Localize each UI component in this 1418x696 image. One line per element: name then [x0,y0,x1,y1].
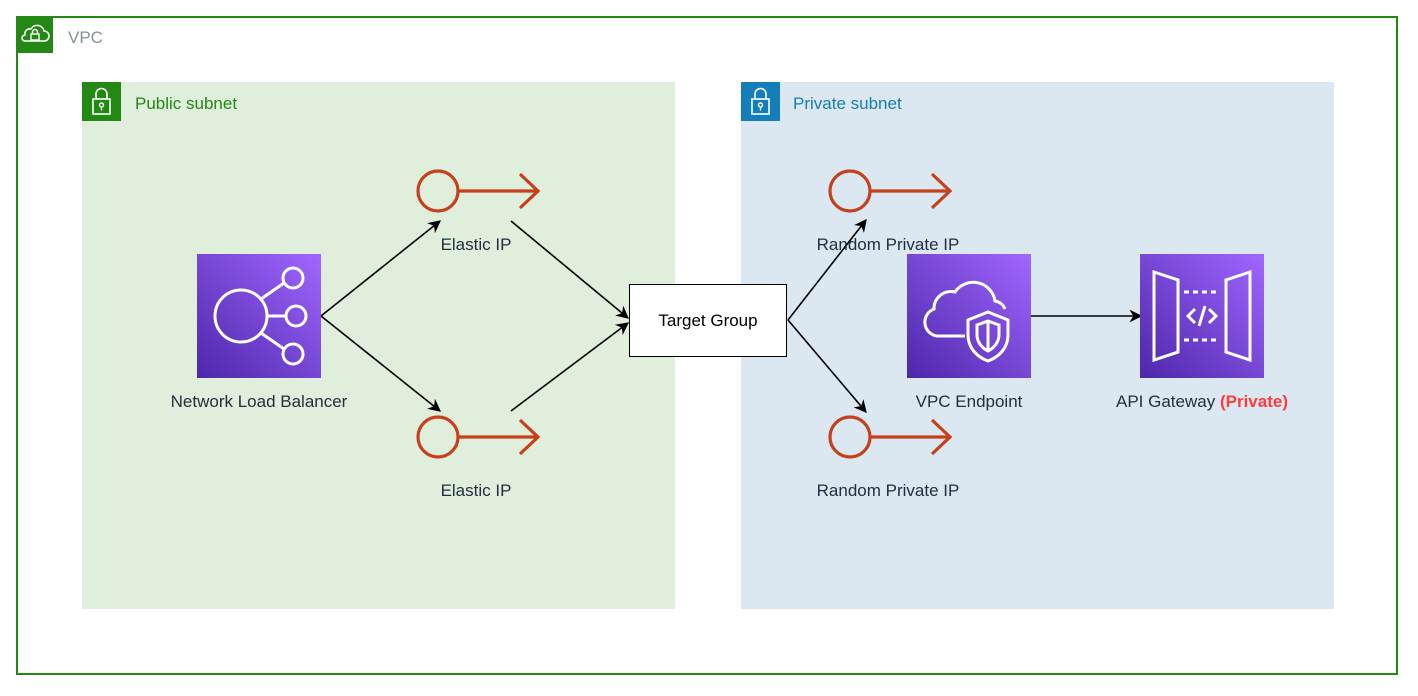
arrow-nlb-to-eip-bottom [320,315,442,412]
elastic-ip-top-label: Elastic IP [440,235,512,254]
elastic-ip-icon [416,169,541,213]
arrow-eip-bottom-to-target-group [510,322,630,412]
api-gateway-label: API Gateway (Private) [1116,392,1288,412]
elastic-ip-icon [828,415,953,459]
target-group-box: Target Group [629,284,787,357]
arrow-eip-top-to-target-group [510,220,629,319]
elastic-ip-icon [828,169,953,213]
vpc-endpoint-tile [907,254,1031,378]
arrow-nlb-to-eip-top [320,220,442,317]
vpc-badge [16,16,53,53]
vpc-endpoint-icon [923,280,1010,363]
api-gateway-private-tag: (Private) [1219,392,1288,411]
api-gateway-tile [1140,254,1264,378]
public-subnet [82,82,675,609]
random-private-ip-top-label: Random Private IP [816,235,960,254]
elastic-ip-icon [416,415,541,459]
padlock-icon [751,87,770,115]
public-subnet-badge [82,82,121,121]
padlock-icon [92,87,111,115]
network-load-balancer-tile [197,254,321,378]
target-group-label: Target Group [658,310,758,330]
vpc-endpoint-label: VPC Endpoint [915,392,1023,411]
private-subnet-badge [741,82,780,121]
vpc-boundary [16,16,1398,675]
api-gateway-name: API Gateway [1116,392,1216,411]
random-private-ip-bottom-label: Random Private IP [816,481,960,500]
arrow-target-group-to-rpip-top [787,218,867,321]
network-load-balancer-icon [213,266,308,366]
api-gateway-icon [1152,269,1252,363]
arrow-target-group-to-rpip-bottom [787,319,867,413]
private-subnet-label: Private subnet [793,94,902,113]
elastic-ip-bottom-label: Elastic IP [440,481,512,500]
vpc-label: VPC [68,28,103,47]
public-subnet-label: Public subnet [135,94,238,113]
cloud-lock-icon [21,24,50,42]
nlb-label: Network Load Balancer [170,392,348,411]
